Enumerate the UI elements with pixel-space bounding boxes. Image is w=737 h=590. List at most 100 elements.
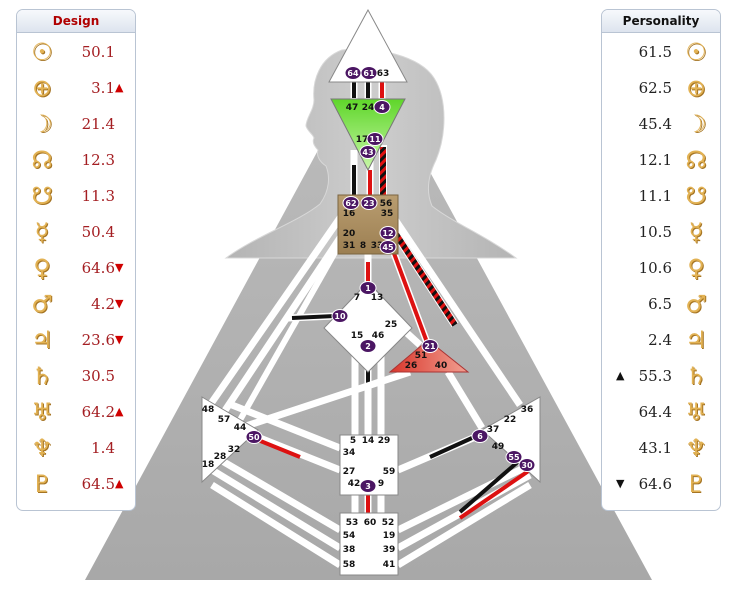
- fixing-arrow: ▲: [115, 477, 124, 490]
- gate-19: 19: [383, 531, 396, 541]
- gate-27: 27: [343, 467, 356, 477]
- mercury-icon: ☿: [34, 218, 50, 246]
- gate-badge-50: [245, 430, 263, 444]
- uranus-icon: ♅: [685, 398, 707, 426]
- design-row-saturn: ♄ 30.5: [17, 359, 135, 395]
- personality-value: 12.1: [638, 151, 672, 169]
- moon-icon: ☽: [685, 110, 707, 138]
- design-row-earth: ⊕3.1▲: [17, 71, 135, 107]
- design-rows: ☉50.1⊕3.1▲☽21.4☊12.3☋11.3☿50.4♀64.6▼♂4.2…: [17, 35, 135, 503]
- gate-18: 18: [202, 460, 215, 470]
- gate-30: 30: [521, 461, 533, 470]
- gate-3: 3: [365, 482, 371, 491]
- gate-9: 9: [378, 479, 384, 489]
- personality-row-earth: ⊕ 62.5: [602, 71, 720, 107]
- design-value: 11.3: [81, 187, 115, 205]
- gate-41: 41: [383, 560, 396, 570]
- personality-row-moon: ☽ 45.4: [602, 107, 720, 143]
- sun-icon: ☉: [685, 38, 707, 66]
- gate-61: 61: [363, 69, 375, 78]
- design-value: 1.4: [91, 439, 115, 457]
- gate-54: 54: [343, 531, 356, 541]
- gate-44: 44: [234, 423, 247, 433]
- gate-badge-23: [360, 196, 378, 210]
- gate-8: 8: [360, 241, 366, 251]
- design-value: 64.2: [81, 403, 115, 421]
- gate-60: 60: [364, 518, 377, 528]
- design-value: 64.5: [81, 475, 115, 493]
- gate-33: 33: [371, 241, 384, 251]
- personality-value: 6.5: [648, 295, 672, 313]
- gate-39: 39: [383, 545, 396, 555]
- design-row-south-node: ☋11.3: [17, 179, 135, 215]
- gate-53: 53: [346, 518, 359, 528]
- uranus-icon: ♅: [31, 398, 53, 426]
- gate-49: 49: [492, 442, 505, 452]
- design-row-pluto: ♇64.5▲: [17, 467, 135, 503]
- moon-icon: ☽: [31, 110, 53, 138]
- sun-icon: ☉: [31, 38, 53, 66]
- gate-5: 5: [350, 436, 356, 446]
- design-row-uranus: ♅64.2▲: [17, 395, 135, 431]
- venus-icon: ♀: [687, 254, 705, 282]
- personality-row-neptune: ♆43.1: [602, 431, 720, 467]
- earth-icon: ⊕: [31, 74, 53, 102]
- personality-value: 10.5: [638, 223, 672, 241]
- design-row-mars: ♂4.2▼: [17, 287, 135, 323]
- earth-icon: ⊕: [685, 74, 707, 102]
- gate-7: 7: [354, 293, 360, 303]
- gate-badge-11: [366, 132, 384, 146]
- gate-badge-3: [359, 479, 377, 493]
- fixing-arrow: ▼: [115, 261, 124, 274]
- gate-20: 20: [343, 229, 356, 239]
- gate-21: 21: [424, 342, 436, 351]
- gate-16: 16: [343, 209, 356, 219]
- gate-59: 59: [383, 467, 396, 477]
- gate-55: 55: [508, 453, 520, 462]
- personality-title: Personality: [602, 10, 720, 33]
- gate-badge-45: [379, 240, 397, 254]
- gate-63: 63: [377, 69, 390, 79]
- gate-17: 17: [356, 135, 369, 145]
- gate-22: 22: [504, 415, 517, 425]
- gate-28: 28: [214, 452, 227, 462]
- design-title: Design: [17, 10, 135, 33]
- fixing-arrow: ▼: [115, 333, 124, 346]
- personality-value: 10.6: [638, 259, 672, 277]
- gate-58: 58: [343, 560, 356, 570]
- gate-badge-55: [505, 450, 523, 464]
- saturn-icon: ♄: [31, 362, 53, 390]
- gate-badge-4: [373, 100, 391, 114]
- gate-6: 6: [477, 432, 483, 441]
- gate-57: 57: [218, 415, 231, 425]
- ajna-center: [330, 98, 406, 172]
- gate-4: 4: [379, 103, 385, 112]
- gate-42: 42: [348, 479, 361, 489]
- neptune-icon: ♆: [31, 434, 53, 462]
- design-value: 30.5: [81, 367, 115, 385]
- personality-value: 62.5: [638, 79, 672, 97]
- personality-rows: ☉61.5⊕62.5☽45.4☊12.1☋11.1☿10.5♀10.6♂6.5♃…: [602, 35, 720, 503]
- gate-badge-62: [342, 196, 360, 210]
- design-row-neptune: ♆ 1.4: [17, 431, 135, 467]
- personality-value: 64.4: [638, 403, 672, 421]
- personality-row-pluto: ♇64.6▼: [602, 467, 720, 503]
- gate-31: 31: [343, 241, 356, 251]
- design-value: 50.1: [81, 43, 115, 61]
- design-row-venus: ♀64.6▼: [17, 251, 135, 287]
- mercury-icon: ☿: [688, 218, 704, 246]
- jupiter-icon: ♃: [31, 326, 53, 354]
- gate-12: 12: [382, 229, 393, 238]
- design-value: 3.1: [91, 79, 115, 97]
- personality-row-saturn: ♄55.3▲: [602, 359, 720, 395]
- personality-value: 45.4: [638, 115, 672, 133]
- personality-row-uranus: ♅ 64.4: [602, 395, 720, 431]
- design-value: 12.3: [81, 151, 115, 169]
- gate-badge-30: [518, 458, 536, 472]
- personality-row-south-node: ☋11.1: [602, 179, 720, 215]
- gate-1: 1: [365, 284, 371, 293]
- gate-36: 36: [521, 405, 534, 415]
- design-row-jupiter: ♃23.6▼: [17, 323, 135, 359]
- gate-29: 29: [378, 436, 391, 446]
